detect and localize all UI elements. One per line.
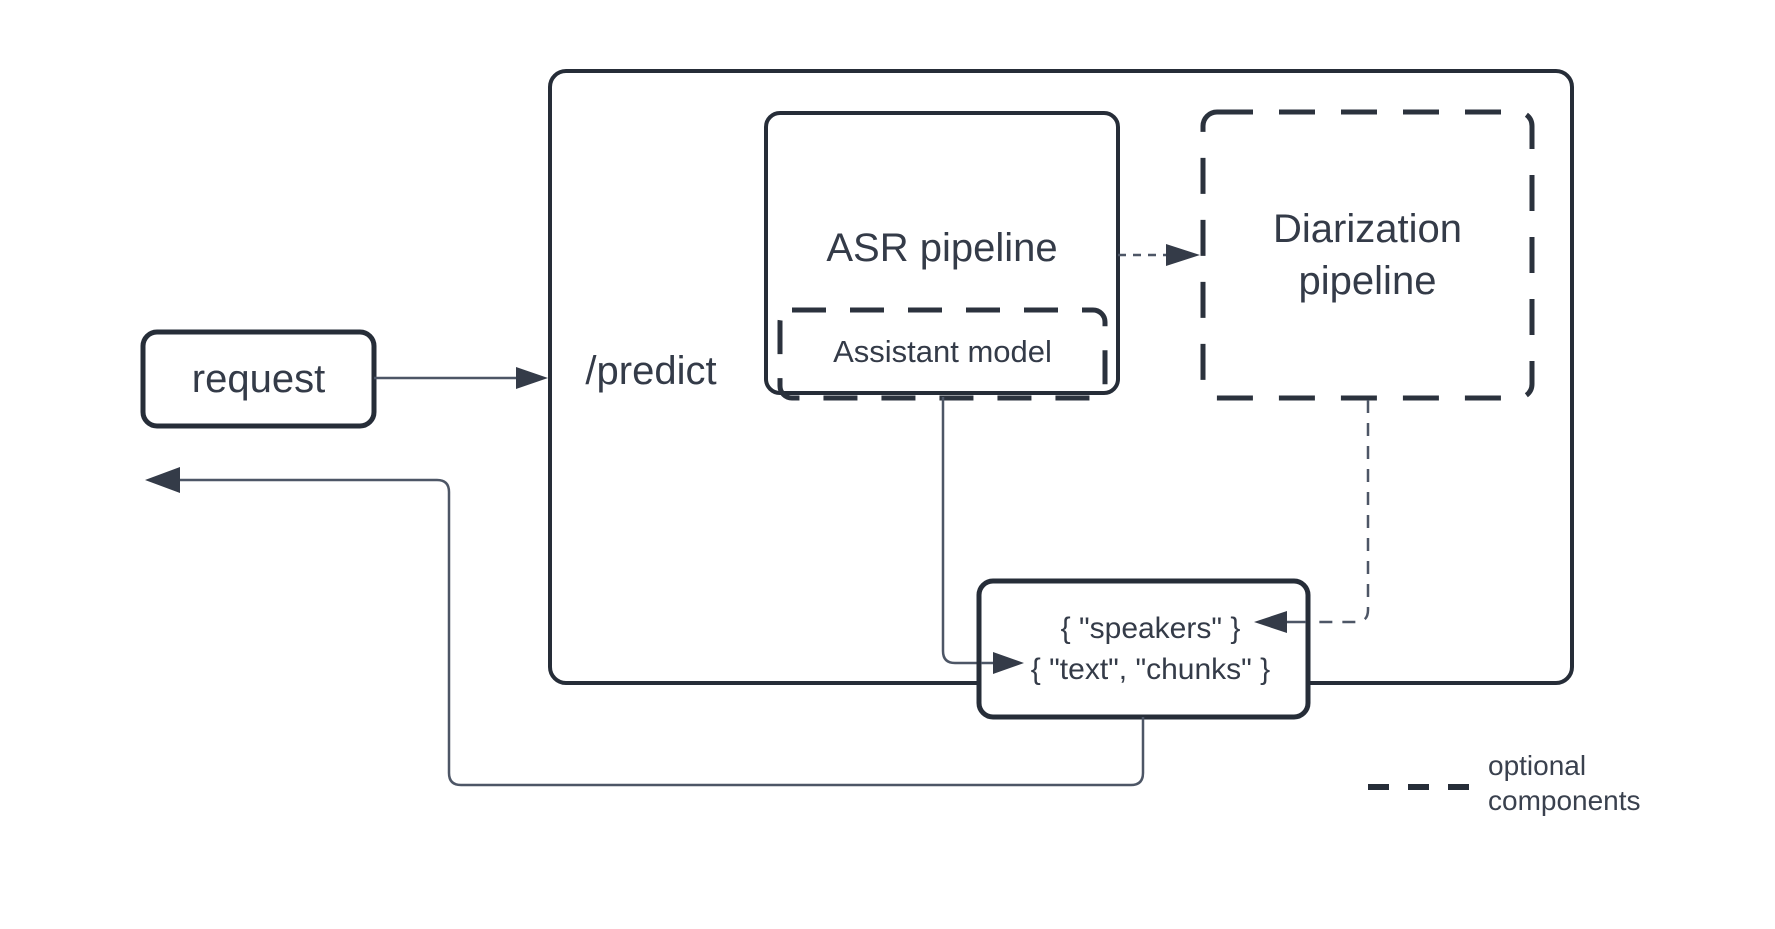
legend-label: optional components (1488, 750, 1641, 816)
assistant-model-label: Assistant model (833, 334, 1052, 369)
asr-to-diarization-arrowhead (1166, 244, 1200, 266)
diarization-pipeline-box (1200, 109, 1535, 401)
response-return-arrowhead (145, 467, 180, 493)
asr-to-output-line (941, 397, 985, 665)
output-payload-label: { "speakers" } { "text", "chunks" } (979, 581, 1308, 717)
diarization-pipeline-label: Diarization pipeline (1273, 207, 1462, 303)
asr-pipeline-box (764, 111, 1120, 395)
asr-to-output-arrowhead (993, 652, 1024, 674)
response-return-line (180, 478, 1145, 787)
output-speakers-line: { "speakers" } (1060, 612, 1241, 645)
request-to-predict-arrowhead (516, 367, 548, 389)
diarization-to-output-line (1308, 400, 1370, 624)
predict-endpoint-label: /predict (585, 348, 717, 393)
output-text-chunks-line: { "text", "chunks" } (1030, 653, 1271, 686)
request-label: request (191, 356, 326, 401)
diarization-to-output-arrowhead (1254, 611, 1287, 633)
asr-pipeline-label: ASR pipeline (826, 225, 1058, 270)
